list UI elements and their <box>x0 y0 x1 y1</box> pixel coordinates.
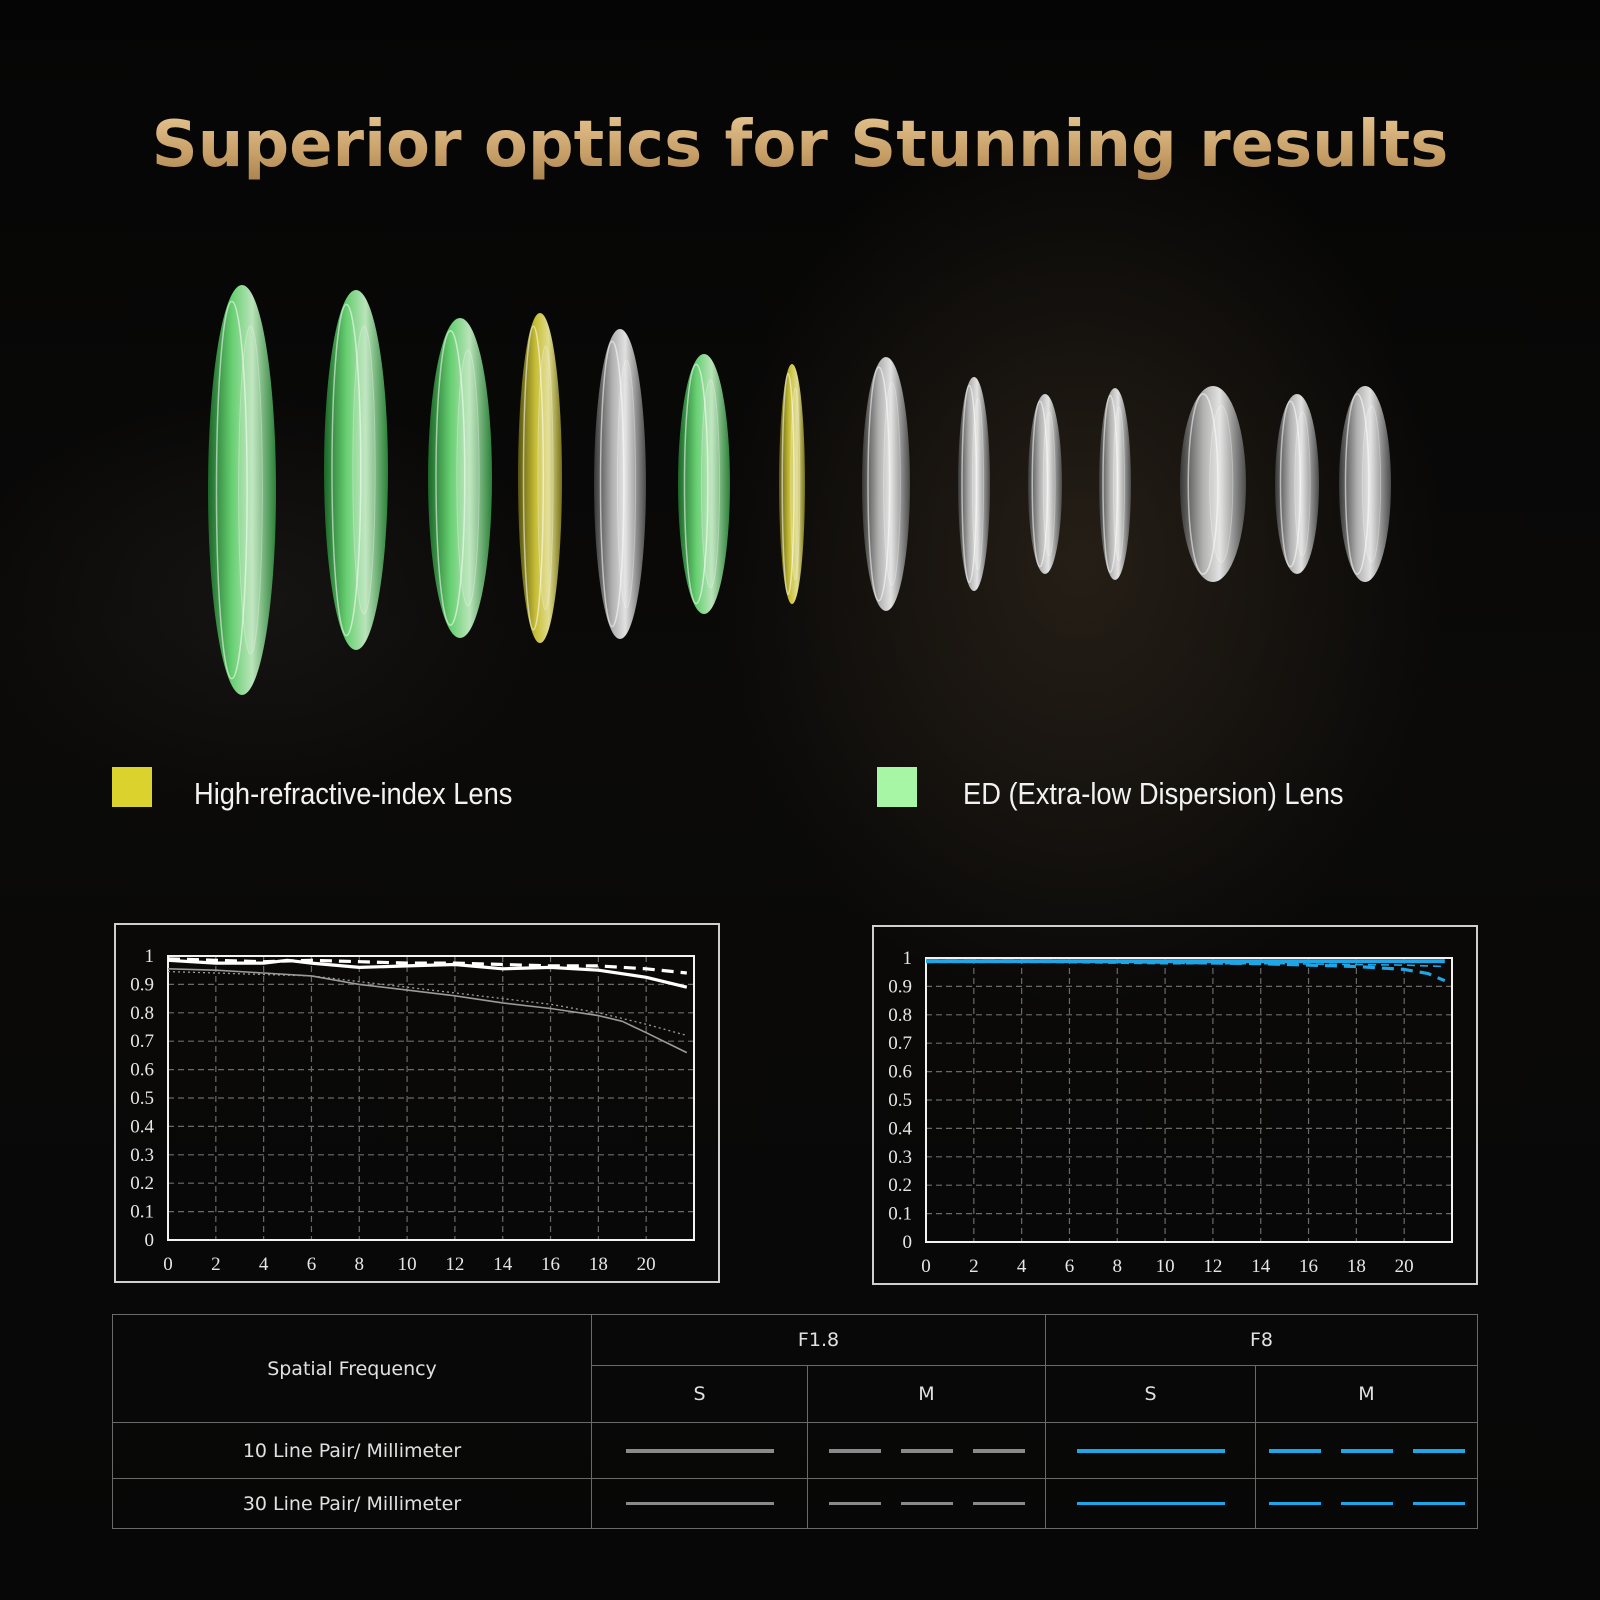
headline: Superior optics for Stunning results <box>0 108 1600 182</box>
plot-area <box>925 957 1453 1243</box>
y-tick-label: 1 <box>903 948 913 969</box>
plot-area <box>167 955 695 1241</box>
x-tick-label: 0 <box>921 1256 931 1277</box>
row-label-30lp: 30 Line Pair/ Millimeter <box>112 1478 592 1529</box>
series-line-30lp-M <box>926 961 1445 968</box>
subheader-f8-m: M <box>1255 1365 1478 1423</box>
x-tick-label: 14 <box>493 1254 513 1275</box>
swatch-10lp-f18-s <box>591 1422 808 1479</box>
x-tick-label: 20 <box>637 1254 656 1275</box>
x-tick-label: 16 <box>1299 1256 1318 1277</box>
legend-label-high-refractive: High-refractive-index Lens <box>194 776 513 811</box>
spatial-frequency-header: Spatial Frequency <box>112 1314 592 1423</box>
x-tick-label: 12 <box>445 1254 464 1275</box>
swatch-10lp-f18-m <box>807 1422 1046 1479</box>
x-tick-label: 18 <box>589 1254 608 1275</box>
y-tick-label: 0.5 <box>888 1090 912 1111</box>
y-tick-label: 0.2 <box>130 1173 154 1194</box>
y-tick-label: 0.1 <box>888 1204 912 1225</box>
lens-element-high-refractive <box>518 313 562 643</box>
y-tick-label: 0.2 <box>888 1175 912 1196</box>
subheader-f18-m: M <box>807 1365 1046 1423</box>
y-tick-label: 0.7 <box>888 1033 912 1054</box>
y-tick-label: 0.4 <box>130 1116 154 1137</box>
y-tick-label: 0.3 <box>130 1145 154 1166</box>
legend-swatch-high-refractive <box>112 767 152 807</box>
lens-element-clear <box>594 329 646 639</box>
lens-element-high-refractive <box>779 364 805 604</box>
row-label-10lp: 10 Line Pair/ Millimeter <box>112 1422 592 1479</box>
swatch-10lp-f8-s <box>1045 1422 1256 1479</box>
series-line-10lp-S <box>167 958 688 989</box>
series-line-10lp-M <box>926 959 1446 983</box>
y-tick-label: 0.6 <box>130 1060 154 1081</box>
y-tick-label: 0.3 <box>888 1147 912 1168</box>
y-tick-label: 0.7 <box>130 1031 154 1052</box>
lens-element-clear <box>958 377 990 591</box>
series-line-30lp-S <box>167 968 688 1054</box>
lens-element-clear <box>1180 386 1246 582</box>
lens-element-clear <box>1275 394 1319 574</box>
mtf-chart-f18: 0 2 4 6 8 10 12 14 16 18 20 0 0.1 0.2 0.3 0.4 0.5 0.6 0.7 0… <box>114 923 720 1283</box>
lens-element-ed <box>324 290 388 650</box>
y-tick-label: 0 <box>903 1232 913 1253</box>
x-tick-label: 8 <box>355 1254 365 1275</box>
legend-swatch-ed <box>877 767 917 807</box>
x-tick-label: 6 <box>1065 1256 1075 1277</box>
chart-frame <box>114 923 720 1283</box>
lens-element-clear <box>1099 388 1131 580</box>
x-tick-label: 14 <box>1251 1256 1271 1277</box>
aperture-header-f8: F8 <box>1045 1314 1478 1366</box>
lens-element-clear <box>862 357 910 611</box>
x-tick-label: 16 <box>541 1254 560 1275</box>
subheader-f8-s: S <box>1045 1365 1256 1423</box>
y-tick-label: 0.8 <box>130 1003 154 1024</box>
series-line-10lp-M <box>167 957 687 975</box>
y-tick-label: 1 <box>145 946 155 967</box>
x-tick-label: 0 <box>163 1254 173 1275</box>
x-tick-label: 4 <box>259 1254 269 1275</box>
y-tick-label: 0.9 <box>888 976 912 997</box>
x-tick-label: 2 <box>969 1256 979 1277</box>
x-tick-label: 12 <box>1203 1256 1222 1277</box>
x-tick-label: 18 <box>1347 1256 1366 1277</box>
swatch-30lp-f18-s <box>591 1478 808 1529</box>
swatch-10lp-f8-m <box>1255 1422 1478 1479</box>
x-tick-label: 8 <box>1113 1256 1123 1277</box>
y-tick-label: 0.8 <box>888 1005 912 1026</box>
lens-elements-illustration <box>208 285 1391 695</box>
lens-element-ed <box>208 285 276 695</box>
x-tick-label: 2 <box>211 1254 221 1275</box>
swatch-30lp-f8-m <box>1255 1478 1478 1529</box>
x-tick-label: 6 <box>307 1254 317 1275</box>
y-tick-label: 0.6 <box>888 1062 912 1083</box>
x-tick-label: 20 <box>1395 1256 1414 1277</box>
y-tick-label: 0.5 <box>130 1088 154 1109</box>
y-tick-label: 0 <box>145 1230 155 1251</box>
y-tick-label: 0.9 <box>130 974 154 995</box>
lens-element-clear <box>1028 394 1062 574</box>
swatch-30lp-f8-s <box>1045 1478 1256 1529</box>
lens-element-ed <box>428 318 492 638</box>
swatch-30lp-f18-m <box>807 1478 1046 1529</box>
series-line-30lp-M <box>167 970 687 1037</box>
y-tick-label: 0.1 <box>130 1202 154 1223</box>
x-tick-label: 10 <box>1156 1256 1175 1277</box>
legend-label-ed: ED (Extra-low Dispersion) Lens <box>963 776 1344 811</box>
chart-frame <box>872 925 1478 1285</box>
aperture-header-f18: F1.8 <box>591 1314 1046 1366</box>
mtf-chart-f8: 0 2 4 6 8 10 12 14 16 18 20 0 0.1 0.2 0.3 0.4 0.5 0.6 0.7 0… <box>872 925 1478 1285</box>
x-tick-label: 10 <box>398 1254 417 1275</box>
subheader-f18-s: S <box>591 1365 808 1423</box>
mtf-legend-table: Spatial Frequency F1.8 F8 S M S M 10 Lin… <box>112 1314 1478 1529</box>
lens-element-ed <box>678 354 730 614</box>
y-tick-label: 0.4 <box>888 1118 912 1139</box>
x-tick-label: 4 <box>1017 1256 1027 1277</box>
lens-element-clear <box>1339 386 1391 582</box>
